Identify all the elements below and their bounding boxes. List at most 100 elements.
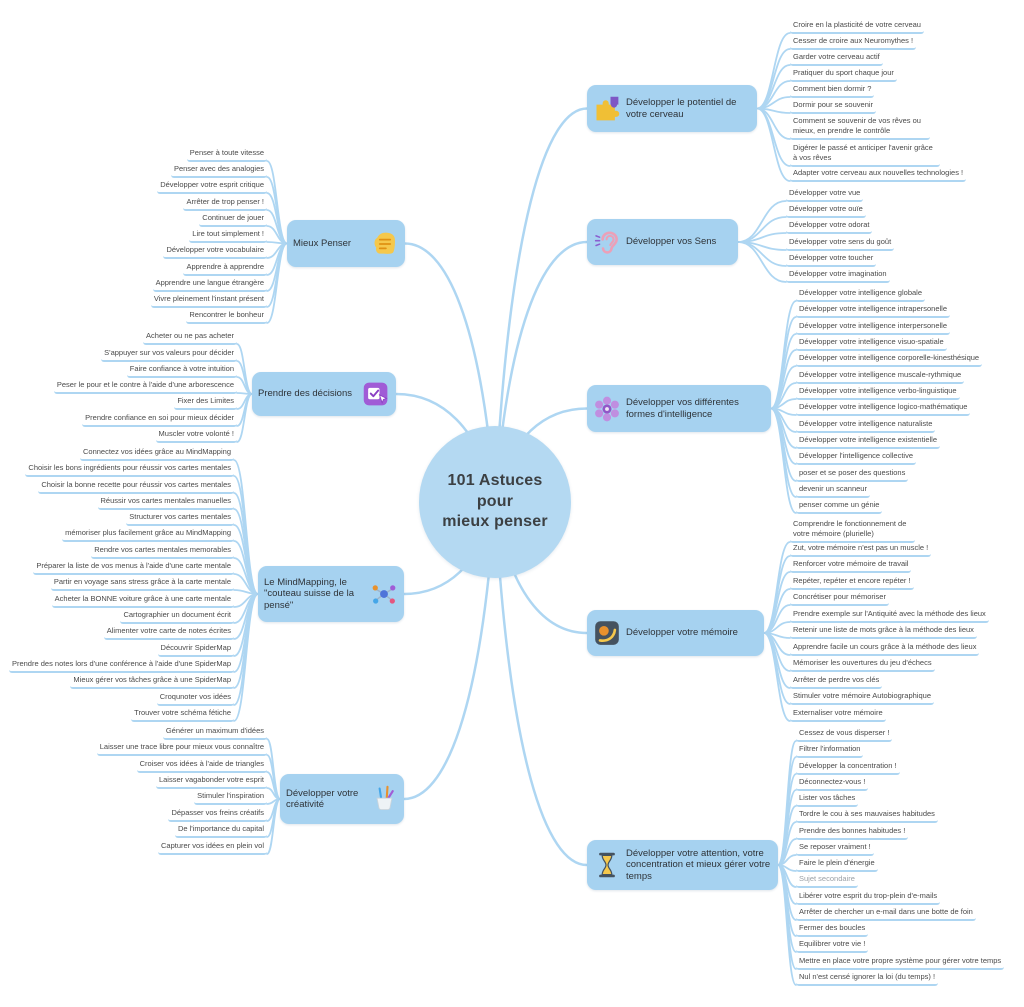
branch-node-sens[interactable]: Développer vos Sens xyxy=(587,219,738,265)
leaf-decisions-1[interactable]: Acheter ou ne pas acheter xyxy=(143,330,237,346)
leaf-memoire-8[interactable]: Apprendre facile un cours grâce à la mét… xyxy=(790,641,980,657)
leaf-creativite-6[interactable]: Dépasser vos freins créatifs xyxy=(168,807,267,823)
leaf-cerveau-5[interactable]: Comment bien dormir ? xyxy=(790,83,875,99)
leaf-memoire-6[interactable]: Prendre exemple sur l'Antiquité avec la … xyxy=(790,608,989,624)
leaf-cerveau-3[interactable]: Garder votre cerveau actif xyxy=(790,51,883,67)
leaf-memoire-1[interactable]: Comprendre le fonctionnement de votre mé… xyxy=(790,518,915,544)
leaf-attention-11[interactable]: Libérer votre esprit du trop-plein d'e-m… xyxy=(796,890,941,906)
central-topic[interactable]: 101 Astuces pour mieux penser xyxy=(419,426,571,578)
leaf-creativite-5[interactable]: Stimuler l'inspiration xyxy=(194,790,267,806)
leaf-attention-12[interactable]: Arrêter de chercher un e-mail dans une b… xyxy=(796,906,976,922)
leaf-mindmapping-6[interactable]: mémoriser plus facilement grâce au MindM… xyxy=(62,527,234,543)
leaf-decisions-2[interactable]: S'appuyer sur vos valeurs pour décider xyxy=(101,347,237,363)
leaf-mindmapping-11[interactable]: Cartographier un document écrit xyxy=(120,609,234,625)
leaf-intelligences-5[interactable]: Développer votre intelligence corporelle… xyxy=(796,352,983,368)
leaf-mindmapping-13[interactable]: Découvrir SpiderMap xyxy=(157,642,234,658)
leaf-cerveau-9[interactable]: Adapter votre cerveau aux nouvelles tech… xyxy=(790,167,967,183)
leaf-cerveau-7[interactable]: Comment se souvenir de vos rêves ou mieu… xyxy=(790,115,930,141)
branch-node-attention[interactable]: Développer votre attention, votre concen… xyxy=(587,840,778,890)
leaf-attention-13[interactable]: Fermer des boucles xyxy=(796,922,869,938)
leaf-sens-4[interactable]: Développer votre sens du goût xyxy=(786,236,895,252)
leaf-memoire-10[interactable]: Arrêter de perdre vos clés xyxy=(790,674,883,690)
branch-node-cerveau[interactable]: Développer le potentiel de votre cerveau xyxy=(587,85,757,132)
leaf-attention-4[interactable]: Déconnectez-vous ! xyxy=(796,776,869,792)
leaf-sens-6[interactable]: Développer votre imagination xyxy=(786,268,890,284)
leaf-cerveau-2[interactable]: Cesser de croire aux Neuromythes ! xyxy=(790,35,917,51)
leaf-decisions-6[interactable]: Prendre confiance en soi pour mieux déci… xyxy=(82,412,237,428)
leaf-mindmapping-17[interactable]: Trouver votre schéma fétiche xyxy=(131,707,234,723)
leaf-mieux-penser-10[interactable]: Vivre pleinement l'instant présent xyxy=(150,293,267,309)
leaf-mieux-penser-5[interactable]: Continuer de jouer xyxy=(199,212,267,228)
leaf-mindmapping-15[interactable]: Mieux gérer vos tâches grâce à une Spide… xyxy=(70,674,234,690)
leaf-mindmapping-16[interactable]: Croqunoter vos idées xyxy=(156,691,234,707)
leaf-mindmapping-1[interactable]: Connectez vos idées grâce au MindMapping xyxy=(79,446,234,462)
leaf-sens-5[interactable]: Développer votre toucher xyxy=(786,252,877,268)
leaf-mieux-penser-11[interactable]: Rencontrer le bonheur xyxy=(186,309,267,325)
branch-node-mindmapping[interactable]: Le MindMapping, le "couteau suisse de la… xyxy=(258,566,404,622)
leaf-creativite-4[interactable]: Laisser vagabonder votre esprit xyxy=(155,774,267,790)
leaf-attention-10[interactable]: Sujet secondaire xyxy=(796,873,858,889)
leaf-mindmapping-3[interactable]: Choisir la bonne recette pour réussir vo… xyxy=(38,479,234,495)
leaf-attention-5[interactable]: Lister vos tâches xyxy=(796,792,859,808)
branch-node-decisions[interactable]: Prendre des décisions xyxy=(252,372,396,416)
leaf-memoire-4[interactable]: Repéter, repéter et encore repéter ! xyxy=(790,575,914,591)
leaf-decisions-3[interactable]: Faire confiance à votre intuition xyxy=(126,363,237,379)
leaf-cerveau-4[interactable]: Pratiquer du sport chaque jour xyxy=(790,67,897,83)
leaf-mindmapping-2[interactable]: Choisir les bons ingrédients pour réussi… xyxy=(25,462,234,478)
leaf-mieux-penser-7[interactable]: Développer votre vocabulaire xyxy=(163,244,267,260)
leaf-attention-3[interactable]: Développer la concentration ! xyxy=(796,760,900,776)
leaf-attention-2[interactable]: Filtrer l'information xyxy=(796,743,864,759)
leaf-memoire-9[interactable]: Mémoriser les ouvertures du jeu d'échecs xyxy=(790,657,935,673)
leaf-attention-8[interactable]: Se reposer vraiment ! xyxy=(796,841,874,857)
leaf-mindmapping-8[interactable]: Préparer la liste de vos menus à l'aide … xyxy=(33,560,234,576)
leaf-creativite-2[interactable]: Laisser une trace libre pour mieux vous … xyxy=(96,741,267,757)
leaf-intelligences-2[interactable]: Développer votre intelligence intraperso… xyxy=(796,303,951,319)
leaf-intelligences-12[interactable]: poser et se poser des questions xyxy=(796,467,909,483)
leaf-attention-6[interactable]: Tordre le cou à ses mauvaises habitudes xyxy=(796,808,938,824)
leaf-mieux-penser-1[interactable]: Penser à toute vitesse xyxy=(186,147,267,163)
leaf-intelligences-7[interactable]: Développer votre intelligence verbo-ling… xyxy=(796,385,960,401)
leaf-decisions-5[interactable]: Fixer des Limites xyxy=(174,395,237,411)
leaf-cerveau-1[interactable]: Croire en la plasticité de votre cerveau xyxy=(790,19,924,35)
leaf-intelligences-4[interactable]: Développer votre intelligence visuo-spat… xyxy=(796,336,947,352)
leaf-mindmapping-10[interactable]: Acheter la BONNE voiture grâce à une car… xyxy=(51,593,234,609)
leaf-intelligences-1[interactable]: Développer votre intelligence globale xyxy=(796,287,925,303)
leaf-cerveau-8[interactable]: Digérer le passé et anticiper l'avenir g… xyxy=(790,142,940,168)
leaf-intelligences-9[interactable]: Développer votre intelligence naturalist… xyxy=(796,418,936,434)
leaf-creativite-1[interactable]: Générer un maximum d'idées xyxy=(162,725,267,741)
branch-node-memoire[interactable]: Développer votre mémoire xyxy=(587,610,764,656)
leaf-intelligences-11[interactable]: Développer l'intelligence collective xyxy=(796,450,916,466)
branch-node-intelligences[interactable]: Développer vos différentes formes d'inte… xyxy=(587,385,771,432)
leaf-mieux-penser-3[interactable]: Développer votre esprit critique xyxy=(157,179,267,195)
leaf-attention-7[interactable]: Prendre des bonnes habitudes ! xyxy=(796,825,909,841)
leaf-mindmapping-4[interactable]: Réussir vos cartes mentales manuelles xyxy=(97,495,234,511)
leaf-mindmapping-7[interactable]: Rendre vos cartes mentales memorables xyxy=(91,544,234,560)
leaf-intelligences-6[interactable]: Développer votre intelligence muscale-ry… xyxy=(796,369,965,385)
leaf-mindmapping-5[interactable]: Structurer vos cartes mentales xyxy=(126,511,234,527)
leaf-sens-3[interactable]: Développer votre odorat xyxy=(786,219,873,235)
leaf-mieux-penser-9[interactable]: Apprendre une langue étrangère xyxy=(152,277,267,293)
leaf-attention-9[interactable]: Faire le plein d'énergie xyxy=(796,857,878,873)
leaf-intelligences-10[interactable]: Développer votre intelligence existentie… xyxy=(796,434,940,450)
leaf-attention-14[interactable]: Equilibrer votre vie ! xyxy=(796,938,869,954)
leaf-cerveau-6[interactable]: Dormir pour se souvenir xyxy=(790,99,877,115)
leaf-mieux-penser-8[interactable]: Apprendre à apprendre xyxy=(183,261,267,277)
leaf-memoire-11[interactable]: Stimuler votre mémoire Autobiographique xyxy=(790,690,934,706)
leaf-creativite-3[interactable]: Croiser vos idées à l'aide de triangles xyxy=(136,758,267,774)
leaf-attention-1[interactable]: Cessez de vous disperser ! xyxy=(796,727,893,743)
leaf-attention-16[interactable]: Nul n'est censé ignorer la loi (du temps… xyxy=(796,971,939,987)
leaf-decisions-7[interactable]: Muscler votre volonté ! xyxy=(155,428,237,444)
leaf-sens-2[interactable]: Développer votre ouïe xyxy=(786,203,866,219)
leaf-mindmapping-9[interactable]: Partir en voyage sans stress grâce à la … xyxy=(50,576,234,592)
leaf-creativite-8[interactable]: Capturer vos idées en plein vol xyxy=(158,840,267,856)
leaf-mieux-penser-4[interactable]: Arrêter de trop penser ! xyxy=(183,196,267,212)
leaf-memoire-5[interactable]: Concrétiser pour mémoriser xyxy=(790,591,889,607)
leaf-mindmapping-14[interactable]: Prendre des notes lors d'une conférence … xyxy=(8,658,234,674)
leaf-memoire-7[interactable]: Retenir une liste de mots grâce à la mét… xyxy=(790,624,977,640)
leaf-intelligences-8[interactable]: Développer votre intelligence logico-mat… xyxy=(796,401,971,417)
leaf-intelligences-3[interactable]: Développer votre intelligence interperso… xyxy=(796,320,951,336)
leaf-mindmapping-12[interactable]: Alimenter votre carte de notes écrites xyxy=(103,625,234,641)
leaf-attention-15[interactable]: Mettre en place votre propre système pou… xyxy=(796,955,1005,971)
leaf-memoire-2[interactable]: Zut, votre mémoire n'est pas un muscle ! xyxy=(790,542,932,558)
leaf-mieux-penser-2[interactable]: Penser avec des analogies xyxy=(170,163,267,179)
